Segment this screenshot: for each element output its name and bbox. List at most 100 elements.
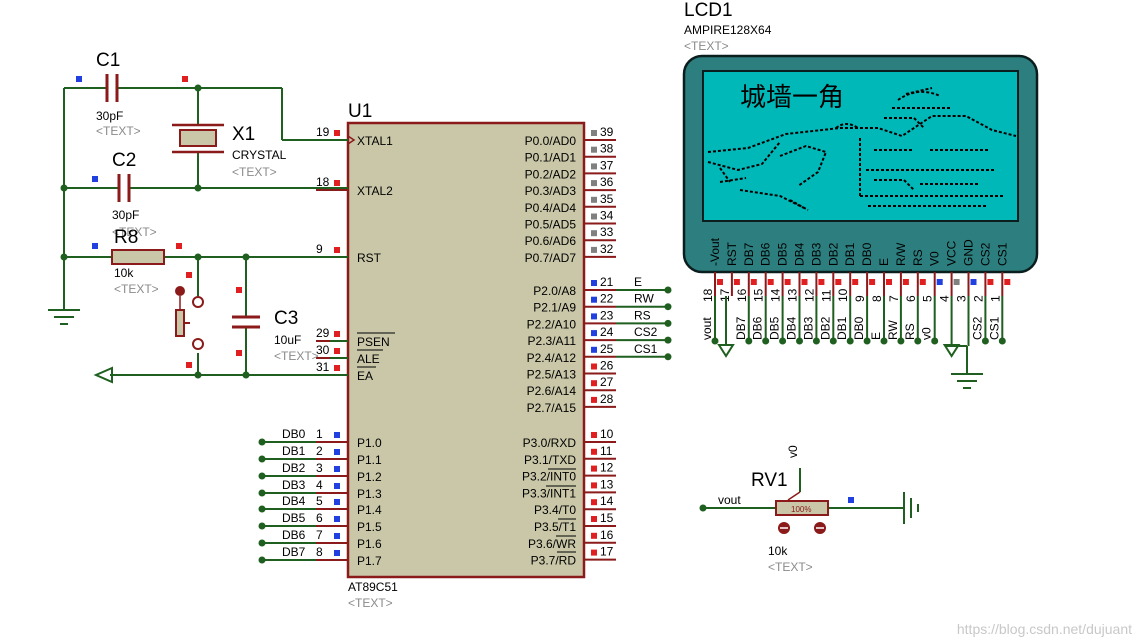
pin-markers-osc	[76, 76, 188, 249]
u1-pin-name: P3.5/T1	[534, 520, 576, 534]
crystal-x1[interactable]: X1 CRYSTAL <TEXT>	[172, 123, 287, 179]
capacitor-c3[interactable]: C3 10uF <TEXT>	[232, 287, 319, 363]
pin-state-marker	[784, 279, 791, 285]
resistor-r8[interactable]: R8 10k <TEXT>	[111, 227, 165, 296]
u1-pin-name: P3.4/T0	[534, 503, 576, 517]
u1-pin-name: P1.3	[357, 487, 382, 501]
u1-pin-name: P3.1/TXD	[524, 453, 576, 467]
lcd-net-label: DB4	[785, 316, 799, 340]
net-terminal-dot	[931, 337, 939, 345]
u1-pin-name: P1.2	[357, 470, 382, 484]
capacitor-c1[interactable]: C1 30pF <TEXT>	[96, 50, 141, 138]
net-terminal-dot	[880, 337, 888, 345]
lcd-pin-number: 18	[701, 288, 715, 302]
u1-body	[346, 121, 586, 579]
pin-state-marker	[591, 396, 597, 403]
u1-pin-number: 36	[600, 175, 614, 189]
potentiometer-rv1[interactable]: 100% RV1 10k <TEXT> vout v0	[699, 445, 919, 574]
lcd-net-label: E	[869, 332, 883, 340]
lcd-pin-number: 5	[921, 295, 935, 302]
u1-pin-name: P0.0/AD0	[525, 134, 577, 148]
c1-ref: C1	[96, 50, 120, 71]
u1-pin-number: 2	[316, 444, 323, 458]
pin-state-marker	[334, 533, 340, 539]
net-terminal-dot	[258, 438, 266, 446]
net-terminal-dot	[897, 337, 905, 345]
net-terminal-dot	[664, 353, 672, 361]
pin-state-marker	[334, 466, 340, 472]
u1-pin-number: 34	[600, 209, 614, 223]
u1-pin-name: PSEN	[357, 335, 390, 349]
pin-state-marker	[970, 279, 977, 285]
u1-pin-number: 39	[600, 125, 614, 139]
ground-symbol-left	[48, 309, 80, 325]
u1-pin-number: 37	[600, 158, 614, 172]
lcd-net-label: DB7	[734, 316, 748, 340]
lcd-pin-name: DB4	[793, 242, 807, 266]
u1-pin-number: 15	[600, 511, 614, 525]
u1-pin-number: 29	[316, 326, 330, 340]
lcd-pins: -Vout18voutRST17DB716DB7DB615DB6DB514DB5…	[700, 237, 1011, 358]
u1-pin-name: P1.0	[357, 436, 382, 450]
u1-chip[interactable]: U1 AT89C51 <TEXT>	[346, 101, 586, 610]
u1-pin-number: 13	[600, 477, 614, 491]
u1-pin-number: 26	[600, 359, 614, 373]
u1-pin-number: 32	[600, 242, 614, 256]
lcd-pin-name: E	[877, 258, 891, 266]
pin-state-marker	[886, 279, 892, 285]
capacitor-c2[interactable]: C2 30pF <TEXT>	[112, 150, 157, 239]
net-terminal-dot	[664, 319, 672, 327]
pin-state-marker	[334, 247, 340, 253]
pin-state-marker	[334, 516, 340, 522]
reset-button[interactable]	[175, 272, 204, 368]
u1-pin-name: P2.4/A12	[527, 351, 577, 365]
u1-right-pins: P0.0/AD039P0.1/AD138P0.2/AD237P0.3/AD336…	[522, 125, 616, 568]
pin-state-marker	[591, 482, 597, 489]
u1-pin-name: P0.4/AD4	[525, 201, 577, 215]
u1-pin-name: P0.2/AD2	[525, 167, 577, 181]
pin-state-marker	[591, 146, 597, 153]
pin-state-marker	[591, 213, 597, 220]
lcd-net-label: RS	[903, 323, 917, 340]
pin-state-marker	[334, 348, 340, 354]
lcd-pin-name: GND	[962, 239, 976, 266]
net-terminal-dot	[779, 337, 787, 345]
u1-pin-name: P2.5/A13	[527, 368, 577, 382]
x1-ref: X1	[232, 124, 255, 145]
u1-pin-number: 31	[316, 360, 330, 374]
c3-ref: C3	[274, 308, 298, 329]
c3-value: 10uF	[274, 333, 301, 347]
u1-pin-name: P1.5	[357, 520, 382, 534]
u1-pin-number: 14	[600, 494, 614, 508]
pin-state-marker	[591, 130, 597, 136]
net-terminal-dot	[998, 337, 1006, 345]
r8-ref: R8	[114, 227, 138, 248]
db-net-label: DB1	[282, 444, 306, 458]
button-actuator-icon[interactable]	[175, 286, 185, 296]
net-terminal-dot	[812, 337, 820, 345]
u1-pin-name: P2.6/A14	[527, 384, 577, 398]
pin-state-marker	[591, 230, 597, 237]
pin-state-marker	[334, 130, 340, 136]
u1-pin-number: 12	[600, 461, 614, 475]
r8-value: 10k	[114, 266, 134, 280]
lcd-net-label: DB6	[751, 316, 765, 340]
lcd-pin-name: DB6	[759, 242, 773, 266]
x1-text: <TEXT>	[232, 165, 277, 179]
rv1-vout-label: vout	[718, 493, 741, 507]
u1-pin-name: P3.7/RD	[531, 554, 577, 568]
db-net-label: DB0	[282, 427, 306, 441]
u1-pin-number: 8	[316, 545, 323, 559]
lcd-module[interactable]: LCD1 AMPIRE128X64 <TEXT> 城墙一角	[682, 0, 1039, 274]
lcd-pin-number: 13	[786, 288, 800, 302]
u1-pin-number: 19	[316, 125, 330, 139]
net-terminal-dot	[258, 472, 266, 480]
lcd-pin-name: RS	[911, 249, 925, 266]
pin-state-marker	[591, 296, 597, 303]
rv1-text: <TEXT>	[768, 560, 813, 574]
pin-state-marker	[591, 532, 597, 539]
lcd-pin-number: 1	[988, 295, 1002, 302]
vout-arrow-icon	[717, 296, 735, 358]
u1-pin-name: XTAL1	[357, 134, 393, 148]
